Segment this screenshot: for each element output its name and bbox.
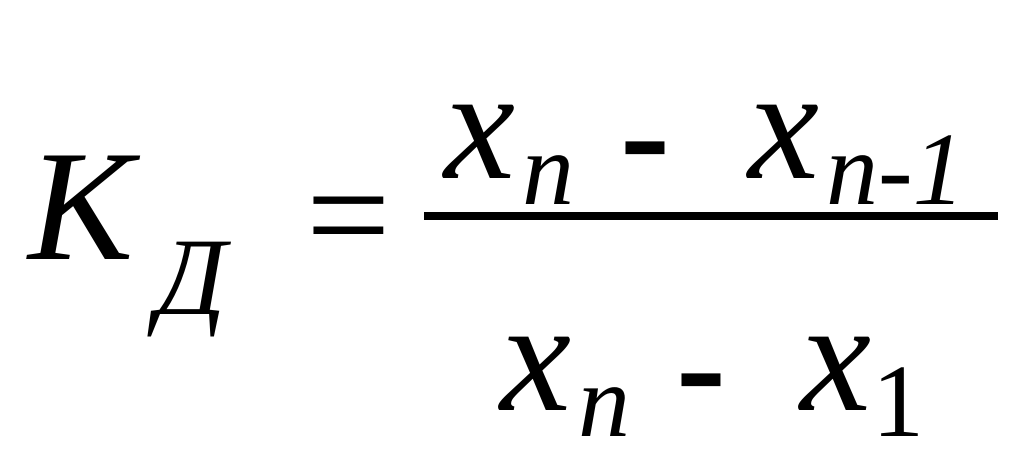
numerator-term1-subscript: n xyxy=(522,112,574,227)
lhs-subscript: Д xyxy=(156,216,226,338)
denominator-minus-sign: - xyxy=(676,282,726,448)
numerator-minus-sign: - xyxy=(620,50,670,216)
denominator-term1-symbol: x xyxy=(500,267,572,445)
numerator-term1-symbol: x xyxy=(444,35,516,213)
denominator-term2-subscript: 1 xyxy=(872,344,924,459)
denominator-term2-symbol: x xyxy=(800,267,872,445)
numerator-term2-subscript: n-1 xyxy=(826,112,965,227)
denominator-term1-subscript: n xyxy=(578,344,630,459)
lhs-symbol: K xyxy=(28,119,134,294)
equals-sign: = xyxy=(306,132,391,298)
fraction-bar xyxy=(424,212,998,220)
numerator-term2-symbol: x xyxy=(748,35,820,213)
